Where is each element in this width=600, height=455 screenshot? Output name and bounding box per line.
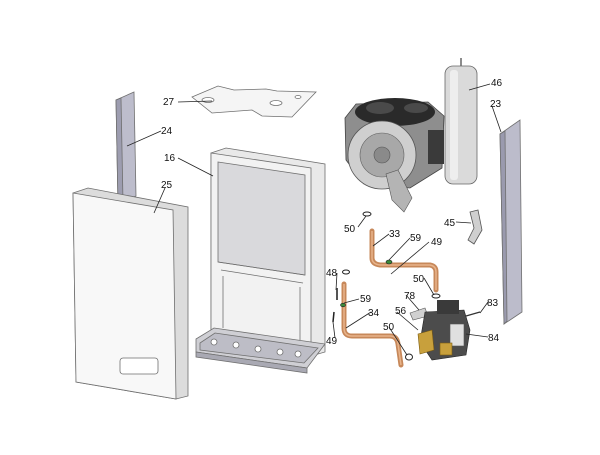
callout-labels: 27 24 16 25 46 23 50 33 59 49 45 48 50 5… — [161, 78, 503, 347]
part-front-cover — [72, 187, 189, 400]
callout-45: 45 — [444, 218, 456, 229]
callout-33: 33 — [389, 229, 401, 240]
callout-50-middle: 50 — [413, 274, 425, 285]
part-fan-assembly — [344, 98, 445, 213]
callout-49-lower: 49 — [326, 336, 338, 347]
part-copper-pipe-lower — [341, 281, 404, 368]
part-copper-pipe-upper — [369, 228, 439, 293]
callout-46: 46 — [491, 78, 503, 89]
part-bracket — [467, 209, 483, 245]
part-right-side-panel — [499, 119, 523, 325]
part-valve-block — [409, 300, 481, 361]
callout-84: 84 — [488, 333, 500, 344]
leader-lines — [126, 83, 502, 356]
part-chassis-frame — [195, 147, 326, 374]
callout-24: 24 — [161, 126, 173, 137]
callout-50-upper: 50 — [344, 224, 356, 235]
callout-34: 34 — [368, 308, 380, 319]
callout-25: 25 — [161, 180, 173, 191]
callout-59-lower: 59 — [360, 294, 372, 305]
callout-59-upper: 59 — [410, 233, 422, 244]
callout-27: 27 — [163, 97, 175, 108]
callout-83: 83 — [487, 298, 499, 309]
part-left-side-panel — [115, 91, 137, 205]
callout-48: 48 — [326, 268, 338, 279]
part-top-cover-plate — [191, 85, 317, 118]
callout-23: 23 — [490, 99, 502, 110]
callout-49-upper: 49 — [431, 237, 443, 248]
callout-16: 16 — [164, 153, 176, 164]
callout-78: 78 — [404, 291, 416, 302]
callout-56: 56 — [395, 306, 407, 317]
part-expansion-vessel — [444, 58, 478, 185]
callout-50-lower: 50 — [383, 322, 395, 333]
